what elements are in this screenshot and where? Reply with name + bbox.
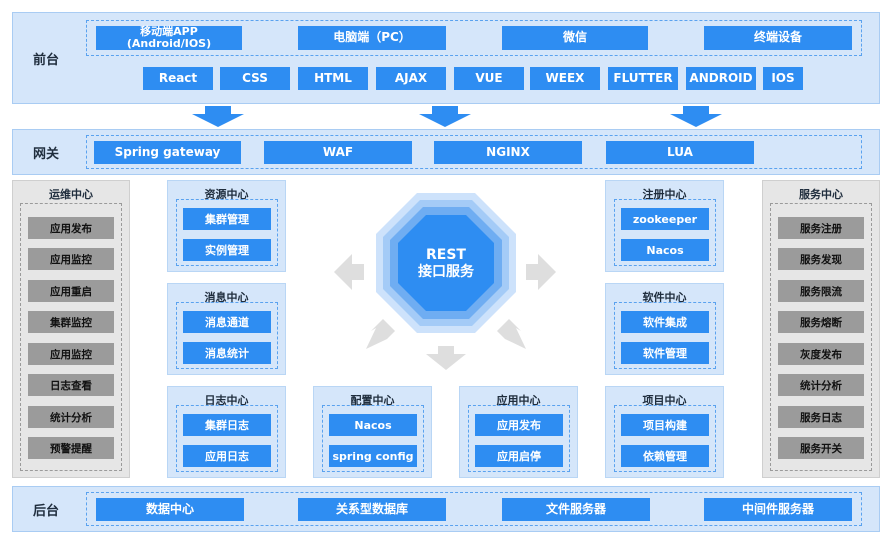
arrow-down-icon — [426, 346, 466, 370]
client-pc: 电脑端（PC） — [298, 26, 446, 50]
ops-item: 应用监控 — [28, 343, 114, 365]
ops-item: 应用监控 — [28, 248, 114, 270]
ops-item: 应用重启 — [28, 280, 114, 302]
software-center-title: 软件中心 — [642, 291, 687, 304]
client-wechat: 微信 — [502, 26, 648, 50]
ops-item: 预警提醒 — [28, 437, 114, 459]
ops-item: 应用发布 — [28, 217, 114, 239]
registry-center-title: 注册中心 — [642, 188, 687, 201]
tech-css: CSS — [220, 67, 290, 90]
config-center-title: 配置中心 — [350, 394, 395, 407]
rest-core-line2: 接口服务 — [418, 264, 474, 280]
registry-item: zookeeper — [621, 208, 709, 230]
service-item: 统计分析 — [778, 374, 864, 396]
resource-center-title: 资源中心 — [204, 188, 249, 201]
ops-item: 集群监控 — [28, 311, 114, 333]
service-item: 服务熔断 — [778, 311, 864, 333]
config-center-group — [322, 405, 424, 472]
registry-center-group — [614, 199, 716, 266]
gateway-spring: Spring gateway — [94, 141, 241, 164]
message-center-group — [176, 302, 278, 369]
service-item: 服务日志 — [778, 406, 864, 428]
ops-center-group — [20, 203, 122, 471]
message-center-title: 消息中心 — [204, 291, 249, 304]
client-terminal: 终端设备 — [704, 26, 852, 50]
log-item: 集群日志 — [183, 414, 271, 436]
registry-item: Nacos — [621, 239, 709, 261]
tech-ios: IOS — [763, 67, 803, 90]
gateway-group — [86, 135, 862, 169]
service-center-group — [770, 203, 872, 471]
project-item: 项目构建 — [621, 414, 709, 436]
ops-item: 日志查看 — [28, 374, 114, 396]
backend-data-center: 数据中心 — [96, 498, 244, 521]
app-center-title: 应用中心 — [496, 394, 541, 407]
message-item: 消息统计 — [183, 342, 271, 364]
arrow-left-icon — [334, 254, 364, 290]
log-center-title: 日志中心 — [204, 394, 249, 407]
log-item: 应用日志 — [183, 445, 271, 467]
project-center-group — [614, 405, 716, 472]
rest-core-line1: REST — [426, 247, 466, 263]
service-item: 灰度发布 — [778, 343, 864, 365]
ops-item: 统计分析 — [28, 406, 114, 428]
backend-relational-db: 关系型数据库 — [298, 498, 446, 521]
resource-center-group — [176, 199, 278, 266]
project-center-title: 项目中心 — [642, 394, 687, 407]
gateway-lua: LUA — [606, 141, 754, 164]
config-item: Nacos — [329, 414, 417, 436]
tech-ajax: AJAX — [376, 67, 446, 90]
tech-react: React — [143, 67, 213, 90]
tech-vue: VUE — [454, 67, 524, 90]
message-item: 消息通道 — [183, 311, 271, 333]
gateway-waf: WAF — [264, 141, 412, 164]
log-center-group — [176, 405, 278, 472]
project-item: 依赖管理 — [621, 445, 709, 467]
service-item: 服务注册 — [778, 217, 864, 239]
service-item: 服务开关 — [778, 437, 864, 459]
resource-item: 实例管理 — [183, 239, 271, 261]
frontend-layer-label: 前台 — [32, 52, 59, 68]
rest-core-label: REST 接口服务 — [398, 247, 494, 281]
app-item: 应用发布 — [475, 414, 563, 436]
backend-layer-label: 后台 — [32, 503, 59, 519]
ops-center-title: 运维中心 — [49, 188, 93, 201]
backend-group — [86, 492, 862, 526]
tech-weex: WEEX — [530, 67, 600, 90]
tech-android: ANDROID — [686, 67, 756, 90]
app-item: 应用启停 — [475, 445, 563, 467]
gateway-layer-label: 网关 — [32, 146, 59, 162]
arrow-right-icon — [526, 254, 556, 290]
backend-file-server: 文件服务器 — [502, 498, 650, 521]
tech-flutter: FLUTTER — [608, 67, 678, 90]
backend-middleware-server: 中间件服务器 — [704, 498, 852, 521]
app-center-group — [468, 405, 570, 472]
down-arrow-icon — [192, 106, 722, 127]
service-item: 服务限流 — [778, 280, 864, 302]
client-group — [86, 20, 862, 56]
config-item: spring config — [329, 445, 417, 467]
software-item: 软件集成 — [621, 311, 709, 333]
software-item: 软件管理 — [621, 342, 709, 364]
service-center-title: 服务中心 — [799, 188, 843, 201]
resource-item: 集群管理 — [183, 208, 271, 230]
software-center-group — [614, 302, 716, 369]
gray-arrow-icons — [334, 254, 556, 370]
client-mobile-app: 移动端APP (Android/IOS) — [96, 25, 242, 50]
gateway-nginx: NGINX — [434, 141, 582, 164]
tech-html: HTML — [298, 67, 368, 90]
service-item: 服务发现 — [778, 248, 864, 270]
rest-octagon-icon — [376, 193, 516, 333]
arrow-down-left-icon — [366, 319, 395, 349]
arrow-down-right-icon — [497, 319, 526, 349]
